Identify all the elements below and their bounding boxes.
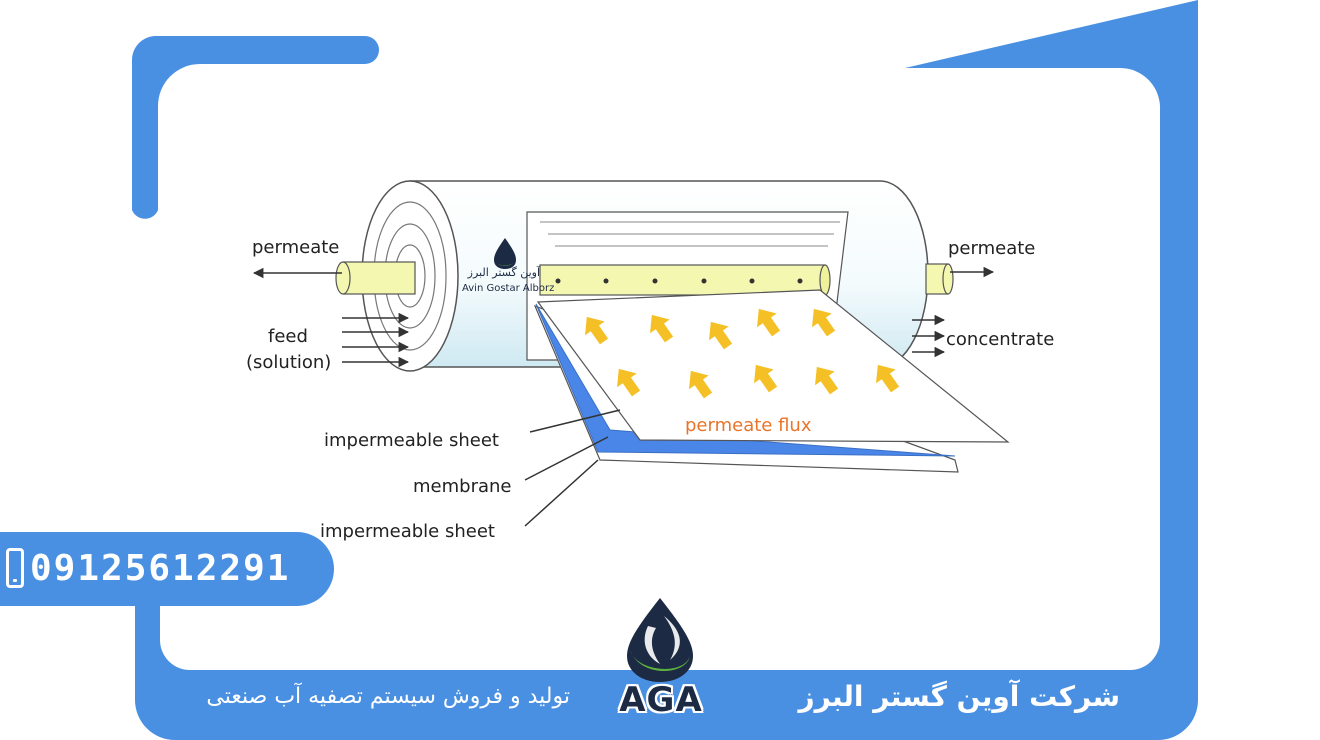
footer-company-name: شرکت آوین گستر البرز <box>798 680 1120 713</box>
flux-arrow-icon <box>585 316 609 345</box>
permeate-flux-arrows <box>585 308 900 399</box>
label-permeate-flux: permeate flux <box>685 415 812 436</box>
phone-number[interactable]: 09125612291 <box>30 548 291 589</box>
flux-arrow-icon <box>812 308 836 337</box>
aga-logo-text: AGA <box>619 680 703 720</box>
label-permeate-left: permeate <box>252 237 339 258</box>
leader-membrane <box>524 436 609 481</box>
label-feed-solution: (solution) <box>246 352 331 373</box>
aga-logo-icon <box>627 598 693 682</box>
label-membrane: membrane <box>413 476 511 497</box>
footer-slogan: تولید و فروش سیستم تصفیه آب صنعتی <box>206 684 570 709</box>
watermark-drop-icon <box>494 238 516 269</box>
flux-arrow-icon <box>815 366 839 395</box>
label-impermeable-sheet-top: impermeable sheet <box>324 430 499 451</box>
flow-arrows <box>252 266 995 527</box>
central-collection-tube <box>539 264 831 296</box>
flux-arrow-icon <box>617 368 641 397</box>
watermark-name-en: Avin Gostar Alborz <box>462 283 555 294</box>
flux-arrow-icon <box>757 308 781 337</box>
flux-arrow-icon <box>709 321 733 350</box>
permeate-tube-left <box>335 261 416 295</box>
label-concentrate: concentrate <box>946 329 1054 350</box>
phone-badge[interactable] <box>0 532 334 606</box>
permeate-tube-right <box>925 263 954 295</box>
label-impermeable-sheet-bottom: impermeable sheet <box>320 521 495 542</box>
label-permeate-right: permeate <box>948 238 1035 259</box>
flux-arrow-icon <box>689 370 713 399</box>
leader-impermeable-top <box>529 409 621 433</box>
label-feed: feed <box>268 326 308 347</box>
flux-arrow-icon <box>876 364 900 393</box>
flux-arrow-icon <box>754 364 778 393</box>
watermark-name-fa: آوین گستر البرز <box>467 266 540 279</box>
leader-impermeable-bottom <box>524 459 599 527</box>
flux-arrow-icon <box>650 314 674 343</box>
mobile-phone-icon <box>6 548 24 588</box>
